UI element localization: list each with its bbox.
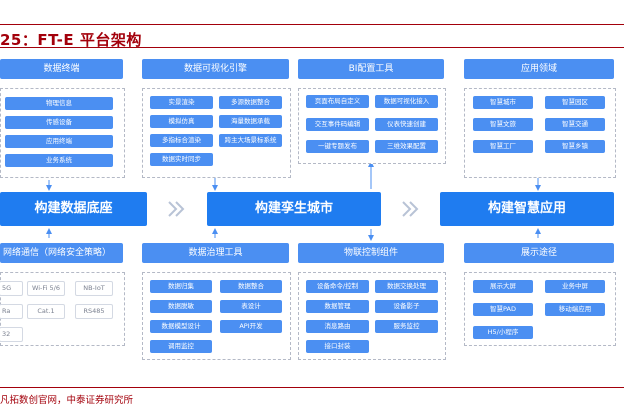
title-top-rule — [0, 24, 624, 25]
panel-data-terminal: 物理信息 传感设备 应用终端 业务系统 — [0, 88, 125, 178]
chip-sensor-device: 传感设备 — [5, 116, 113, 129]
chip-smart-factory: 智慧工厂 — [473, 140, 533, 153]
chip-live-render: 实景渲染 — [150, 96, 213, 109]
figure-title: 25：FT-E 平台架构 — [0, 31, 142, 49]
chip-data-management: 数据管理 — [306, 300, 369, 313]
chip-interface-wrap: 接口封装 — [306, 340, 369, 353]
panel-network-communication: 5G Wi-Fi 5/6 NB-IoT Ra Cat.1 RS485 32 — [0, 272, 125, 346]
chip-mass-data: 海量数据承载 — [219, 115, 282, 128]
chip-h5-mini-program: H5/小程序 — [473, 326, 533, 339]
chip-data-desensitize: 数据脱敏 — [150, 300, 212, 313]
chip-multi-index: 多指标合渲染 — [150, 134, 213, 147]
chip-data-model: 数据模型设计 — [150, 320, 212, 333]
chevron-right-icon — [402, 201, 419, 217]
chip-3d-config: 三维效果配置 — [375, 140, 438, 153]
footer-rule — [0, 387, 624, 388]
header-data-governance: 数据治理工具 — [142, 243, 289, 263]
header-bi-config: BI配置工具 — [298, 59, 444, 79]
chip-device-shadow: 设备影子 — [375, 300, 438, 313]
chip-smart-pad: 智慧PAD — [473, 303, 533, 316]
panel-application-fields: 智慧城市 智慧园区 智慧文旅 智慧交通 智慧工厂 智慧乡镇 — [464, 88, 616, 178]
chip-device-command: 设备命令/控制 — [306, 280, 369, 293]
chip-nb-iot: NB-IoT — [75, 281, 113, 296]
chip-smart-tourism: 智慧文旅 — [473, 118, 533, 131]
chip-smart-town: 智慧乡镇 — [545, 140, 605, 153]
chip-wifi: Wi-Fi 5/6 — [27, 281, 65, 296]
chip-vis-access: 数据可视化接入 — [375, 95, 438, 108]
header-display-channels: 展示途径 — [464, 243, 614, 263]
band-twin-city: 构建孪生城市 — [207, 192, 381, 226]
chip-message-routing: 消息路由 — [306, 320, 369, 333]
chip-multi-source: 多源数据整合 — [219, 96, 282, 109]
chip-realtime-sync: 数据实时同步 — [150, 153, 213, 166]
chip-simulation: 模拟仿真 — [150, 115, 213, 128]
chip-mobile-app: 移动端应用 — [545, 303, 605, 316]
chip-table-design: 表设计 — [220, 300, 282, 313]
chip-data-collect: 数据归集 — [150, 280, 212, 293]
header-network-communication: 网络通信（网络安全策略） — [0, 243, 123, 263]
chip-ra: Ra — [0, 304, 23, 319]
panel-iot-control: 设备命令/控制 数据交换处理 数据管理 设备影子 消息路由 服务监控 接口封装 — [298, 272, 446, 360]
chip-dashboard-create: 仪表快速创建 — [375, 118, 438, 131]
source-note: 凡拓数创官网，中泰证券研究所 — [0, 395, 134, 406]
chip-one-click-publish: 一键专题发布 — [306, 140, 369, 153]
title-bottom-rule — [0, 47, 624, 48]
chip-cat1: Cat.1 — [27, 304, 65, 319]
chip-business-system: 业务系统 — [5, 154, 113, 167]
chip-cross-scene: 跨主大场景标系统 — [219, 134, 282, 147]
chip-big-screen: 展示大屏 — [473, 280, 533, 293]
chip-page-layout: 页面布局自定义 — [306, 95, 369, 108]
band-smart-applications: 构建智慧应用 — [440, 192, 614, 226]
chip-api-dev: API开发 — [220, 320, 282, 333]
chevron-right-icon — [168, 201, 185, 217]
header-application-fields: 应用领域 — [464, 59, 614, 79]
chip-smart-traffic: 智慧交通 — [545, 118, 605, 131]
chip-business-screen: 业务中屏 — [545, 280, 605, 293]
header-visualization-engine: 数据可视化引擎 — [142, 59, 289, 79]
header-data-terminal: 数据终端 — [0, 59, 123, 79]
chip-service-monitor: 服务监控 — [375, 320, 438, 333]
chip-smart-city: 智慧城市 — [473, 96, 533, 109]
band-data-foundation: 构建数据底座 — [0, 192, 147, 226]
header-iot-control: 物联控制组件 — [298, 243, 444, 263]
chip-data-integrate: 数据整合 — [220, 280, 282, 293]
panel-visualization-engine: 实景渲染 多源数据整合 模拟仿真 海量数据承载 多指标合渲染 跨主大场景标系统 … — [142, 88, 291, 178]
chip-physical-info: 物理信息 — [5, 97, 113, 110]
chip-event-edit: 交互事件码编辑 — [306, 118, 369, 131]
chip-call-monitor: 调用监控 — [150, 340, 212, 353]
panel-bi-config: 页面布局自定义 数据可视化接入 交互事件码编辑 仪表快速创建 一键专题发布 三维… — [298, 88, 446, 164]
chip-app-terminal: 应用终端 — [5, 135, 113, 148]
chip-data-exchange: 数据交换处理 — [375, 280, 438, 293]
chip-smart-park: 智慧园区 — [545, 96, 605, 109]
chip-rs485: RS485 — [75, 304, 113, 319]
chip-5g: 5G — [0, 281, 23, 296]
panel-data-governance: 数据归集 数据整合 数据脱敏 表设计 数据模型设计 API开发 调用监控 — [142, 272, 291, 360]
chip-32: 32 — [0, 327, 23, 342]
panel-display-channels: 展示大屏 业务中屏 智慧PAD 移动端应用 H5/小程序 — [464, 272, 616, 346]
